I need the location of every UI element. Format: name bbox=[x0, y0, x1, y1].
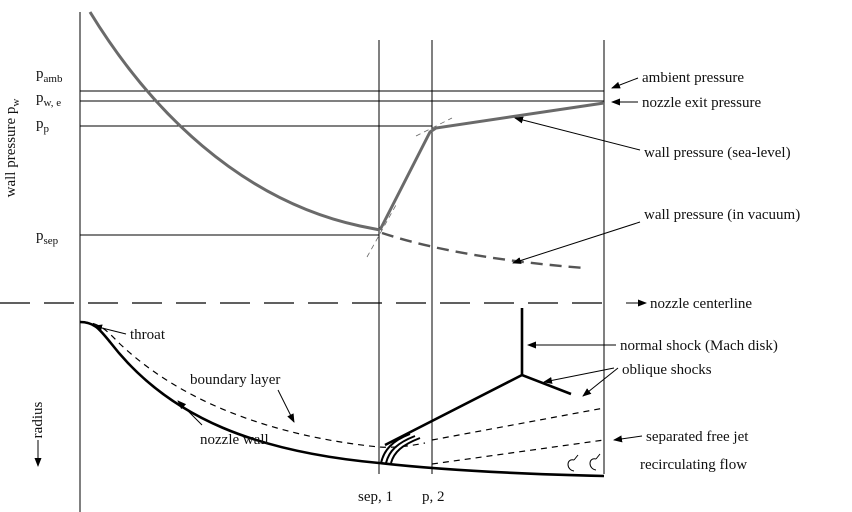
p-sep-label: psep bbox=[36, 228, 59, 247]
p-we-label: pw, e bbox=[36, 90, 61, 109]
boundary-layer-arrow bbox=[277, 389, 295, 423]
x-tick-p2: p, 2 bbox=[422, 489, 445, 505]
free-jet-arrow bbox=[613, 435, 643, 443]
wall-pressure-expansion-curve bbox=[88, 11, 381, 232]
y-axis-label: wall pressure pw bbox=[3, 99, 22, 198]
tangent-line-plateau bbox=[415, 117, 453, 137]
nozzle-wall-label: nozzle wall bbox=[200, 432, 269, 448]
sealevel-arrow bbox=[514, 116, 641, 151]
recirculating-flow-label: recirculating flow bbox=[640, 457, 747, 473]
recirculation-swirl-1 bbox=[567, 454, 579, 472]
recirculation-swirl-2 bbox=[589, 453, 601, 471]
free-jet-label: separated free jet bbox=[646, 429, 749, 445]
ambient-pressure-label: ambient pressure bbox=[642, 70, 744, 86]
oblique-arrow-1 bbox=[543, 367, 615, 384]
shear-layer-lower bbox=[431, 439, 605, 465]
wall-pressure-vacuum-curve bbox=[381, 231, 585, 270]
vacuum-arrow bbox=[512, 221, 641, 264]
centerline-label: nozzle centerline bbox=[650, 296, 752, 312]
sealevel-label: wall pressure (sea-level) bbox=[644, 145, 791, 161]
separation-shock-3 bbox=[390, 437, 421, 464]
ambient-arrow bbox=[611, 77, 639, 89]
shear-layer-upper bbox=[431, 407, 605, 441]
separation-shock-1 bbox=[380, 433, 411, 464]
vacuum-label: wall pressure (in vacuum) bbox=[644, 207, 800, 223]
wall-pressure-sealevel-curve bbox=[378, 101, 605, 231]
oblique-shock-line bbox=[384, 373, 572, 447]
nozzle-wall bbox=[79, 320, 605, 478]
p-amb-label: pamb bbox=[36, 66, 63, 85]
p-p-label: pp bbox=[36, 116, 50, 135]
x-tick-sep1: sep, 1 bbox=[358, 489, 393, 505]
boundary-layer-label: boundary layer bbox=[190, 372, 280, 388]
throat-label: throat bbox=[130, 327, 166, 343]
exit-pressure-label: nozzle exit pressure bbox=[642, 95, 761, 111]
separation-shock-2 bbox=[385, 435, 416, 464]
throat-arrow bbox=[93, 324, 127, 335]
radius-label: radius bbox=[30, 402, 46, 439]
nozzle-wall-arrow bbox=[177, 400, 203, 426]
boundary-layer-line bbox=[81, 321, 426, 448]
normal-shock-label: normal shock (Mach disk) bbox=[620, 338, 778, 354]
oblique-shocks-label: oblique shocks bbox=[622, 362, 712, 378]
oblique-arrow-2 bbox=[582, 367, 619, 397]
tangent-line-sep bbox=[366, 204, 397, 258]
